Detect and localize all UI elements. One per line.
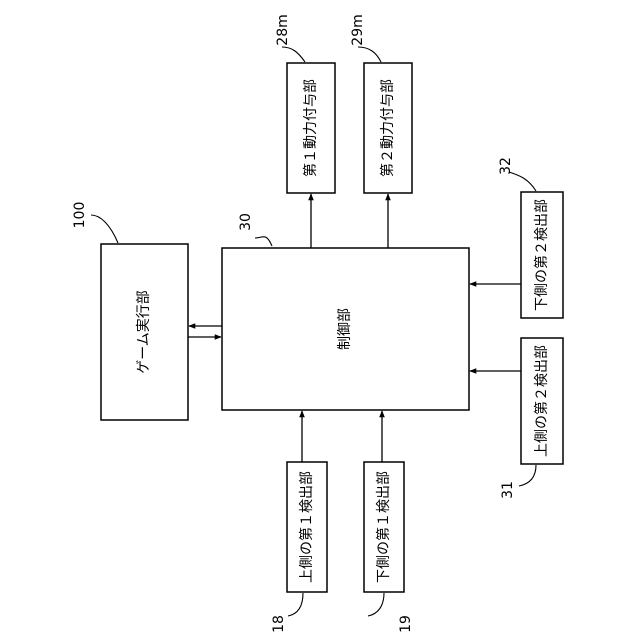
ref-lower-first: 19 bbox=[368, 593, 414, 633]
ref-lower-second: 32 bbox=[498, 157, 536, 191]
lower-second-detector-label: 下側の第２検出部 bbox=[533, 199, 550, 311]
ref-power2: 29m bbox=[350, 14, 381, 62]
control-block: 制御部 bbox=[222, 248, 469, 410]
ref-control: 30 bbox=[238, 213, 272, 246]
ref-power1: 28m bbox=[275, 14, 305, 62]
lower-first-detector-label: 下側の第１検出部 bbox=[375, 471, 392, 583]
ref-lower-second-text: 32 bbox=[498, 157, 514, 175]
ref-power2-text: 29m bbox=[350, 14, 366, 45]
ref-upper-first-text: 18 bbox=[271, 615, 287, 633]
ref-control-text: 30 bbox=[238, 213, 254, 231]
first-power-unit-block: 第１動力付与部 bbox=[287, 63, 335, 193]
upper-first-detector-block: 上側の第１検出部 bbox=[287, 462, 327, 592]
upper-first-detector-label: 上側の第１検出部 bbox=[298, 471, 315, 583]
ref-game: 100 bbox=[72, 202, 118, 243]
second-power-unit-label: 第２動力付与部 bbox=[379, 79, 396, 177]
control-label: 制御部 bbox=[337, 308, 353, 350]
second-power-unit-block: 第２動力付与部 bbox=[364, 63, 412, 193]
ref-power1-text: 28m bbox=[275, 14, 291, 45]
upper-second-detector-label: 上側の第２検出部 bbox=[533, 345, 550, 457]
ref-lower-first-text: 19 bbox=[398, 615, 414, 633]
upper-second-detector-block: 上側の第２検出部 bbox=[521, 338, 563, 464]
game-executor-block: ゲーム実行部 bbox=[101, 244, 188, 420]
game-executor-label: ゲーム実行部 bbox=[136, 290, 152, 374]
lower-second-detector-block: 下側の第２検出部 bbox=[521, 192, 563, 318]
ref-upper-second: 31 bbox=[500, 465, 536, 499]
lower-first-detector-block: 下側の第１検出部 bbox=[364, 462, 404, 592]
first-power-unit-label: 第１動力付与部 bbox=[302, 79, 319, 177]
ref-upper-second-text: 31 bbox=[500, 481, 516, 499]
ref-game-text: 100 bbox=[72, 202, 88, 229]
ref-upper-first: 18 bbox=[271, 593, 303, 633]
